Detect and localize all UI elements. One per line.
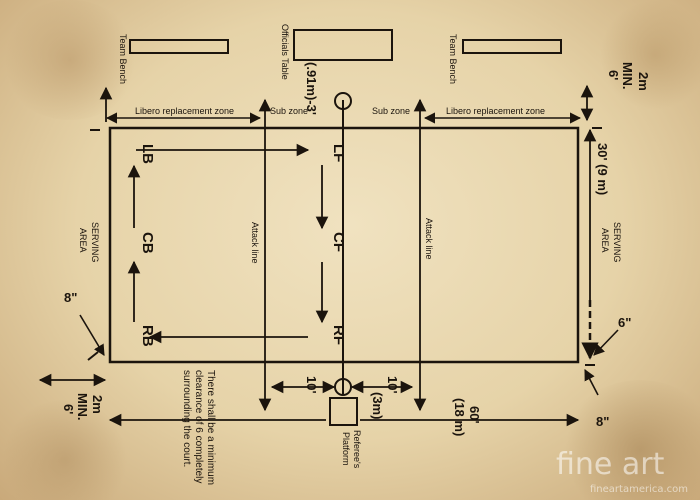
- net-post-top: [334, 92, 352, 110]
- position-rb: RB: [139, 325, 156, 347]
- watermark-url: fineartamerica.com: [590, 484, 688, 495]
- clearance-note-line-1: There shall be a minimum: [205, 370, 216, 485]
- eight-inch-left-arrow: [79, 314, 105, 356]
- eight-inch-right-arrow: [584, 369, 599, 396]
- position-lb: LB: [139, 144, 156, 164]
- ten-ft-m-label-1: 10': [385, 376, 400, 394]
- team-bench-left: [129, 39, 229, 54]
- sixty-ft-label-1: 60': [467, 406, 482, 424]
- referee-platform-label-2: Platform: [341, 432, 351, 466]
- officials-table: [293, 29, 393, 61]
- serving-area-left-label-2: AREA: [78, 228, 88, 253]
- position-cb: CB: [139, 232, 156, 254]
- position-lf: LF: [330, 144, 347, 162]
- ten-ft-m-label-2: (3m): [370, 392, 385, 419]
- libero-zone-left-label: Libero replacement zone: [135, 106, 234, 116]
- net-dim-label: (.91m)-3': [304, 62, 319, 115]
- clearance-note-line-2: clearance of 6 completely: [193, 370, 204, 483]
- position-cf: CF: [330, 232, 347, 252]
- clearance-note-line-3: surrounding the court.: [181, 370, 192, 467]
- min-bottom-left-label-2: MIN.: [75, 393, 90, 420]
- officials-table-label: Officials Table: [280, 24, 290, 80]
- team-bench-right: [462, 39, 562, 54]
- attack-line-right-label: Attack line: [424, 218, 434, 260]
- six-inch-right-label: 6": [618, 315, 631, 330]
- ten-ft-label: 10': [304, 376, 319, 394]
- libero-zone-right-label: Libero replacement zone: [446, 106, 545, 116]
- min-top-right-label-2: MIN.: [620, 62, 635, 89]
- sub-zone-right-label: Sub zone: [372, 106, 410, 116]
- team-bench-right-label: Team Bench: [448, 34, 458, 84]
- min-bottom-left-label-3: 6': [61, 404, 76, 414]
- min-top-right-label-1: 2m: [636, 72, 651, 91]
- court-width-label: 30' (9 m): [595, 143, 610, 195]
- six-inch-arrow: [593, 329, 619, 356]
- eight-inch-left-label: 8": [64, 290, 77, 305]
- serving-area-right-label-2: AREA: [600, 228, 610, 253]
- team-bench-left-label: Team Bench: [118, 34, 128, 84]
- eight-inch-right-label: 8": [596, 414, 609, 429]
- attack-line-left-label: Attack line: [250, 222, 260, 264]
- referee-platform: [329, 397, 358, 426]
- sixty-ft-label-2: (18 m): [452, 398, 467, 436]
- sub-zone-left-label: Sub zone: [270, 106, 308, 116]
- serving-area-right-label-1: SERVING: [612, 222, 622, 262]
- serving-area-left-label-1: SERVING: [90, 222, 100, 262]
- watermark-logo: fine art: [556, 447, 665, 482]
- min-top-right-label-3: 6': [606, 70, 621, 80]
- referee-platform-label-1: Referee's: [352, 430, 362, 469]
- min-bottom-left-label-1: 2m: [90, 395, 105, 414]
- position-rf: RF: [330, 325, 347, 345]
